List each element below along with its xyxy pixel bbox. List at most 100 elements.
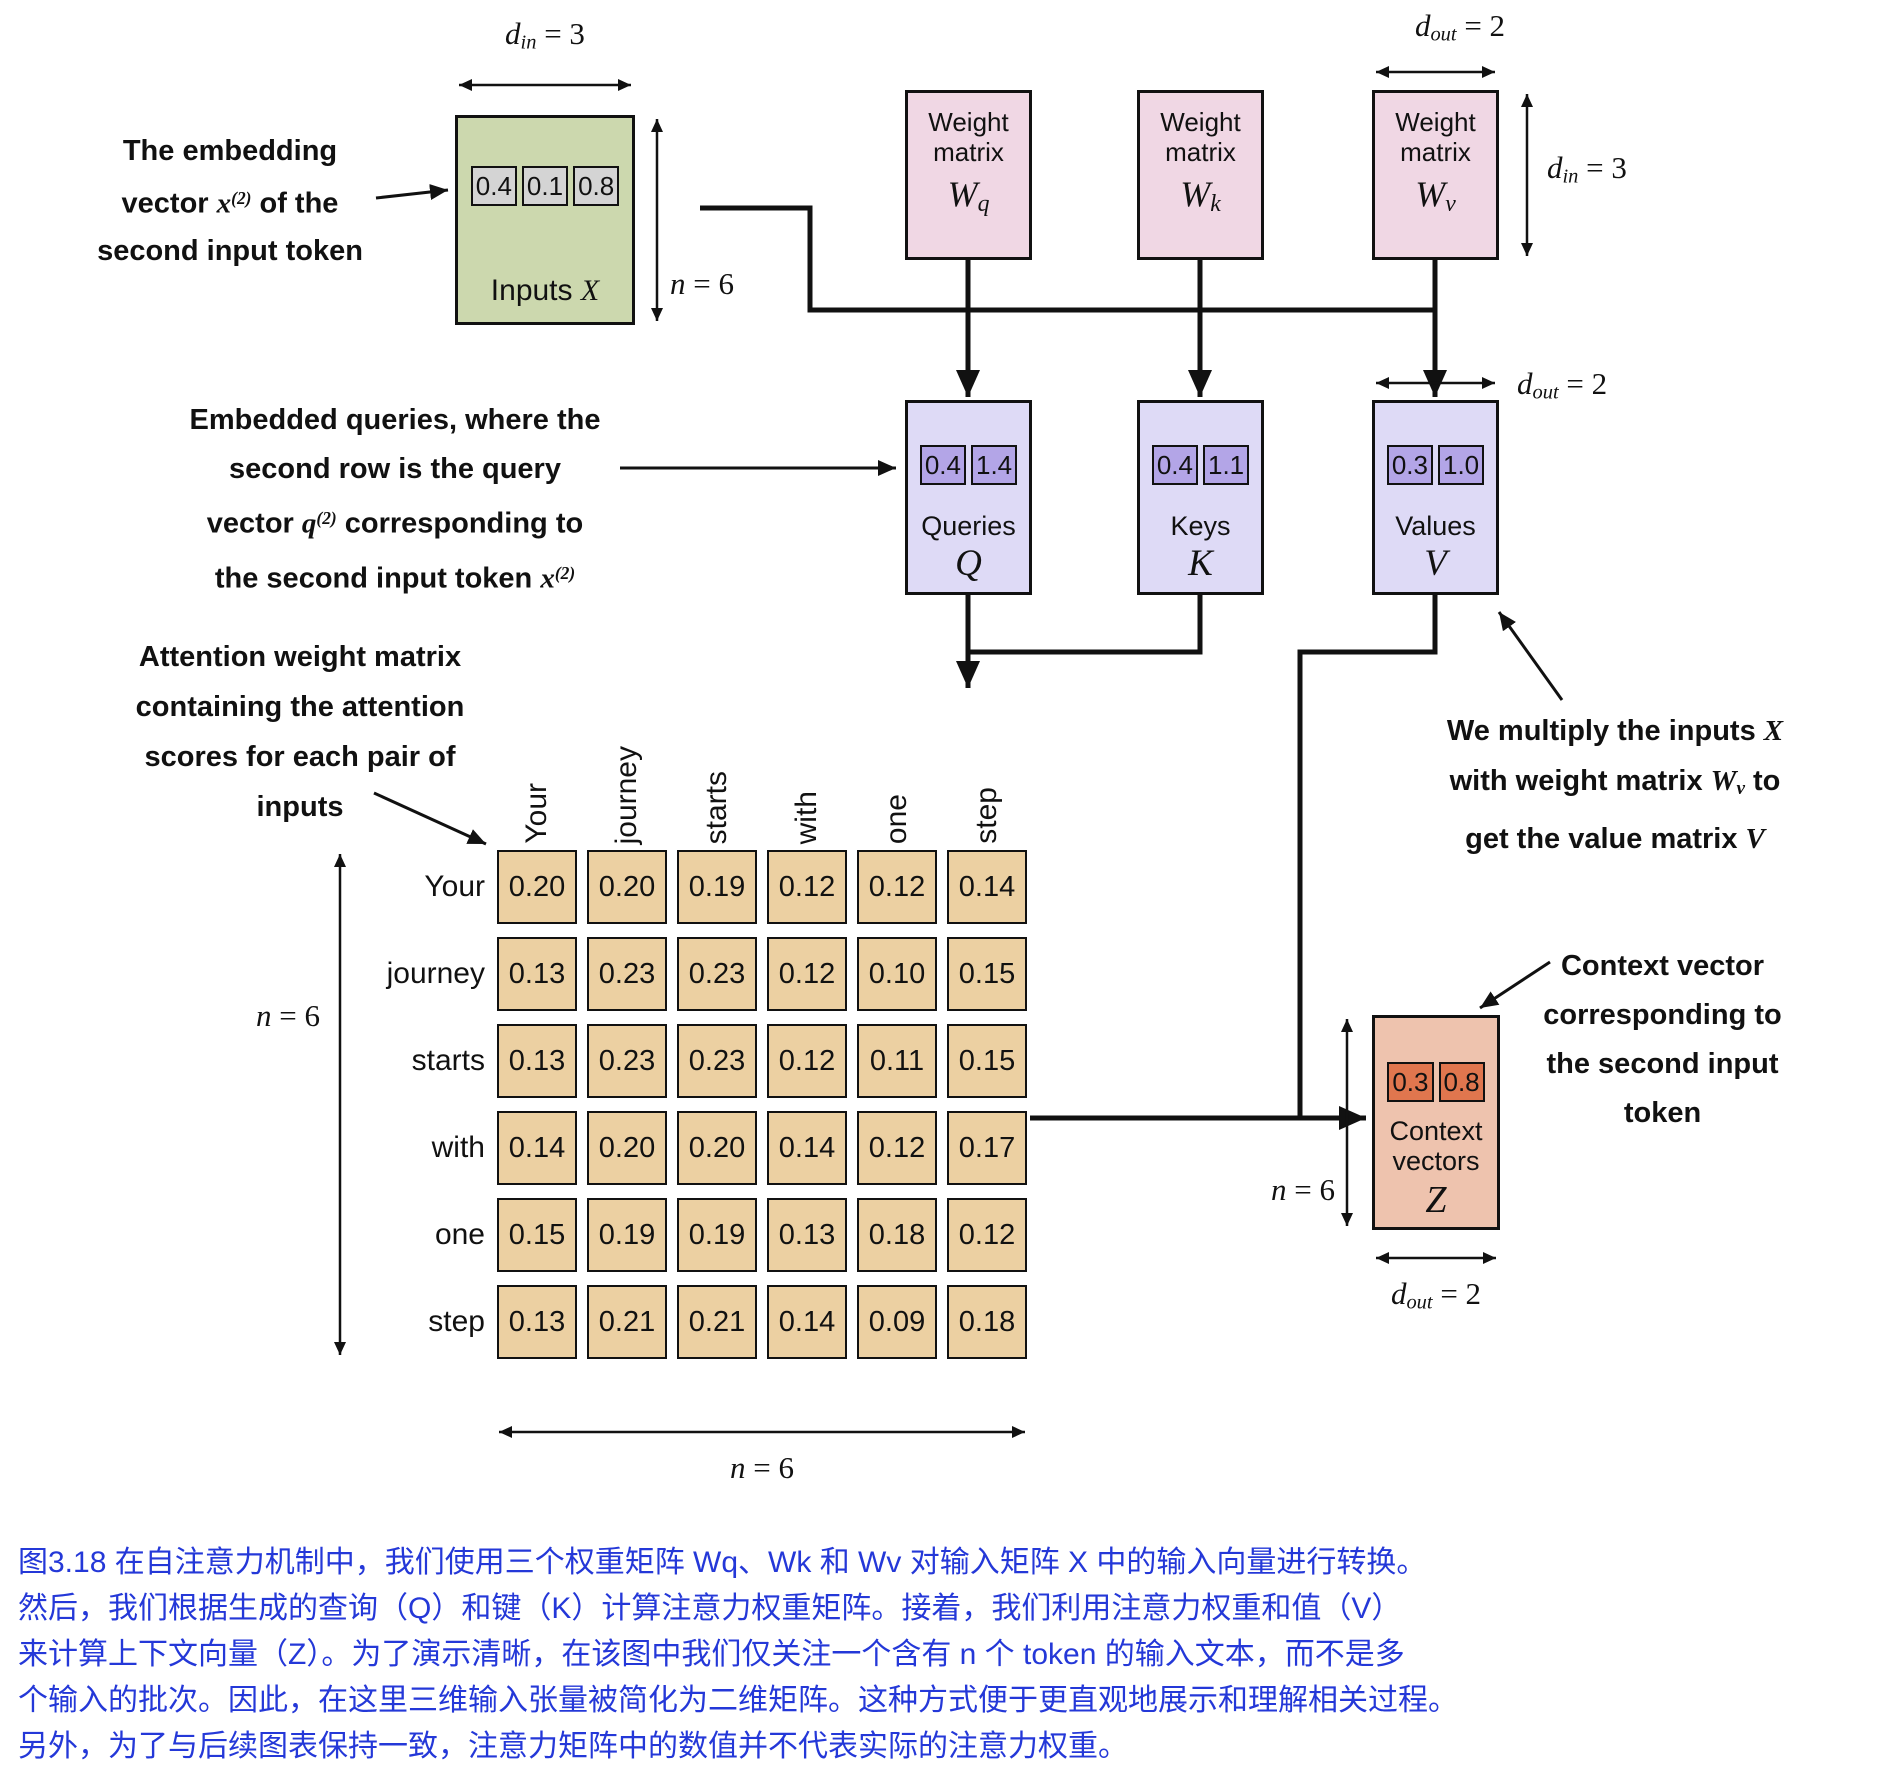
keys-matrix: 0.4 1.1 Keys K	[1137, 400, 1264, 595]
attention-cell-4-2: 0.19	[677, 1198, 757, 1272]
matrix-col-head-3: with	[767, 694, 847, 844]
weight-matrix-wk: Weight matrix Wk	[1137, 90, 1264, 260]
context-cell: 0.3	[1387, 1062, 1434, 1102]
queries-matrix: 0.4 1.4 Queries Q	[905, 400, 1032, 595]
queries-symbol: Q	[955, 543, 982, 584]
matrix-col-head-2: starts	[677, 694, 757, 844]
matrix-col-label-2: starts	[700, 770, 733, 844]
values-matrix: 0.3 1.0 Values V	[1372, 400, 1499, 595]
embedding-annotation-line: second input token	[97, 234, 363, 267]
attention-cell-3-1: 0.20	[587, 1111, 667, 1185]
caption-line: 另外，为了与后续图表保持一致，注意力矩阵中的数值并不代表实际的注意力权重。	[18, 1730, 1128, 1763]
weight-label-line: Weight	[1395, 107, 1476, 137]
multiply-annotation-line: We multiply the inputs X	[1446, 715, 1784, 747]
keys-symbol: K	[1188, 543, 1213, 584]
arrow-context-label	[1479, 960, 1551, 1010]
keys-row: 0.4 1.1	[1140, 445, 1261, 485]
weight-label-line: matrix	[933, 137, 1004, 167]
matrix-col-label-3: with	[790, 790, 823, 844]
key-cell: 1.1	[1203, 445, 1250, 485]
context-vectors-matrix: 0.3 0.8 Context vectors Z	[1372, 1015, 1500, 1230]
attention-cell-3-4: 0.12	[857, 1111, 937, 1185]
caption-line: 然后，我们根据生成的查询（Q）和键（K）计算注意力权重矩阵。接着，我们利用注意力…	[18, 1592, 1402, 1625]
inputs-matrix: 0.4 0.1 0.8 Inputs X	[455, 115, 635, 325]
embedding-annotation-line: vector x(2) of the	[121, 187, 339, 220]
context-symbol: Z	[1425, 1179, 1447, 1221]
inputs-cell: 0.1	[521, 166, 569, 206]
attention-cell-2-2: 0.23	[677, 1024, 757, 1098]
matrix-row-label-4: one	[434, 1218, 485, 1251]
queries-row: 0.4 1.4	[908, 445, 1029, 485]
inputs-label: Inputs X	[490, 274, 600, 307]
context-cell: 0.8	[1438, 1062, 1485, 1102]
query-annotation-line: vector q(2) corresponding to	[206, 507, 584, 540]
attention-cell-1-3: 0.12	[767, 937, 847, 1011]
context-annotation-line: corresponding to	[1543, 999, 1782, 1031]
attention-cell-1-1: 0.23	[587, 937, 667, 1011]
attention-cell-4-0: 0.15	[497, 1198, 577, 1272]
attention-cell-0-1: 0.20	[587, 850, 667, 924]
attention-cell-0-5: 0.14	[947, 850, 1027, 924]
weight-label-line: Weight	[928, 107, 1009, 137]
flow-inputs-to-weights	[700, 205, 1437, 313]
query-annotation: Embedded queries, where the second row i…	[180, 396, 610, 603]
attention-cell-4-4: 0.18	[857, 1198, 937, 1272]
arrow-attention-label	[373, 791, 487, 846]
figure-caption: 图3.18 在自注意力机制中，我们使用三个权重矩阵 Wq、Wk 和 Wv 对输入…	[18, 1540, 1874, 1770]
multiply-annotation: We multiply the inputs X with weight mat…	[1415, 706, 1815, 864]
weight-symbol-wv: Wv	[1415, 174, 1456, 218]
dim-label-n-inputs: n = 6	[670, 266, 734, 301]
context-annotation-line: the second input	[1546, 1048, 1779, 1080]
queries-label: Queries	[921, 511, 1016, 541]
attention-cell-4-3: 0.13	[767, 1198, 847, 1272]
attention-cell-0-4: 0.12	[857, 850, 937, 924]
query-annotation-line: Embedded queries, where the	[189, 404, 601, 436]
attention-cell-5-3: 0.14	[767, 1285, 847, 1359]
matrix-col-head-5: step	[947, 694, 1027, 844]
attention-cell-5-0: 0.13	[497, 1285, 577, 1359]
dim-label-dout-z: dout = 2	[1390, 1276, 1482, 1314]
attention-cell-5-2: 0.21	[677, 1285, 757, 1359]
attention-cell-1-5: 0.15	[947, 937, 1027, 1011]
attention-cell-1-0: 0.13	[497, 937, 577, 1011]
inputs-cell: 0.4	[470, 166, 517, 206]
weight-matrix-wv: Weight matrix Wv	[1372, 90, 1499, 260]
attention-annotation-line: inputs	[256, 791, 344, 823]
multiply-annotation-line: get the value matrix V	[1465, 823, 1765, 856]
dim-label-dout-wv: dout = 2	[1414, 8, 1506, 46]
query-cell: 1.4	[971, 445, 1018, 485]
key-cell: 0.4	[1151, 445, 1198, 485]
context-annotation-line: Context vector	[1560, 950, 1765, 982]
matrix-col-label-4: one	[880, 793, 913, 844]
context-annotation-line: token	[1623, 1097, 1702, 1129]
attention-cell-4-5: 0.12	[947, 1198, 1027, 1272]
arrow-multiply-label	[1497, 611, 1564, 701]
dim-label-n-matrix-left: n = 6	[256, 998, 320, 1033]
weight-label-line: matrix	[1400, 137, 1471, 167]
attention-cell-5-5: 0.18	[947, 1285, 1027, 1359]
matrix-row-label-1: journey	[386, 957, 485, 990]
query-annotation-line: the second input token x(2)	[214, 562, 576, 595]
caption-line: 个输入的批次。因此，在这里三维输入张量被简化为二维矩阵。这种方式便于更直观地展示…	[18, 1684, 1458, 1717]
attention-cell-3-3: 0.14	[767, 1111, 847, 1185]
values-symbol: V	[1424, 543, 1447, 584]
context-label-line: vectors	[1392, 1146, 1480, 1176]
context-vector-row: 0.3 0.8	[1375, 1062, 1497, 1102]
attention-cell-2-0: 0.13	[497, 1024, 577, 1098]
matrix-col-label-1: journey	[610, 745, 643, 844]
attention-cell-2-4: 0.11	[857, 1024, 937, 1098]
matrix-row-label-0: Your	[424, 870, 485, 903]
matrix-col-head-4: one	[857, 694, 937, 844]
query-cell: 0.4	[919, 445, 966, 485]
attention-cell-3-5: 0.17	[947, 1111, 1027, 1185]
weight-label-line: Weight	[1160, 107, 1241, 137]
attention-cell-1-2: 0.23	[677, 937, 757, 1011]
dim-label-din-wv: din = 3	[1547, 150, 1627, 188]
values-row: 0.3 1.0	[1375, 445, 1496, 485]
attention-cell-3-2: 0.20	[677, 1111, 757, 1185]
matrix-row-label-5: step	[428, 1305, 485, 1338]
context-label-line: Context	[1389, 1116, 1483, 1146]
query-annotation-line: second row is the query	[229, 453, 561, 485]
attention-cell-3-0: 0.14	[497, 1111, 577, 1185]
